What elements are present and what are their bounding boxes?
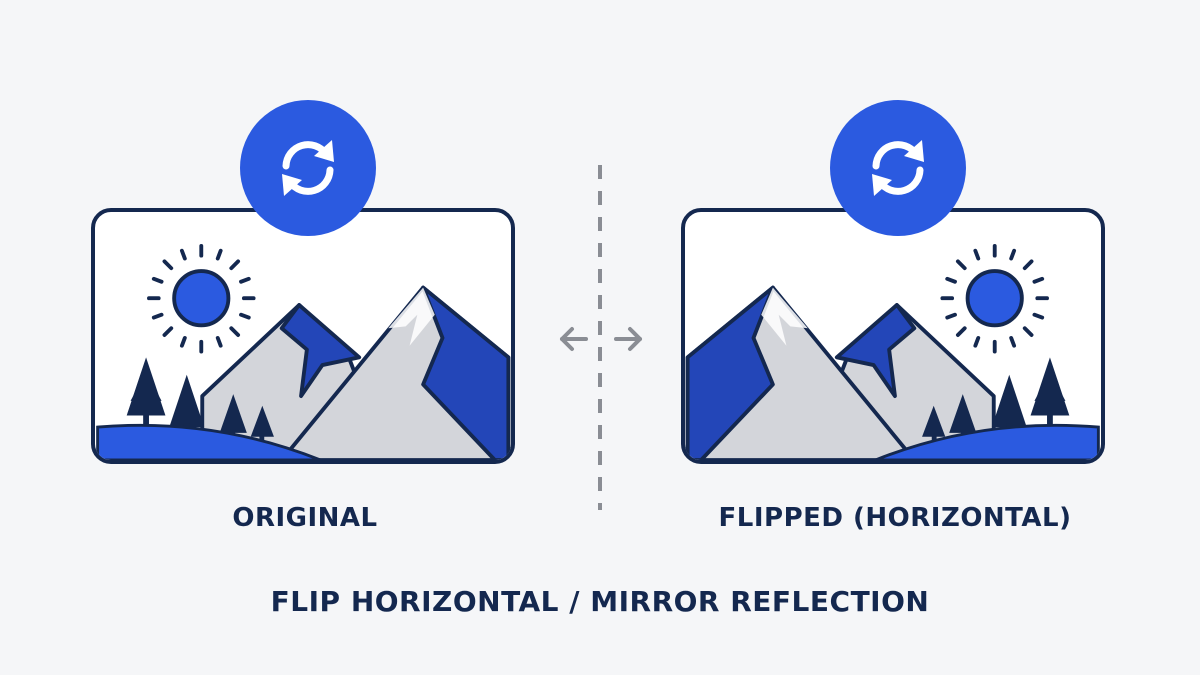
diagram-caption: FLIP HORIZONTAL / MIRROR REFLECTION: [270, 585, 930, 618]
dashed-divider: [598, 165, 602, 510]
original-panel: [85, 100, 525, 480]
refresh-badge[interactable]: [240, 100, 376, 236]
flipped-image-frame: [681, 208, 1105, 464]
flipped-label: FLIPPED (HORIZONTAL): [718, 503, 1072, 533]
flipped-panel: [675, 100, 1115, 480]
original-image-frame: [91, 208, 515, 464]
left-right-arrows-icon: [560, 327, 642, 351]
landscape-image-icon: [96, 243, 511, 460]
refresh-icon: [282, 140, 334, 196]
original-label: ORIGINAL: [232, 503, 378, 533]
refresh-badge[interactable]: [830, 100, 966, 236]
landscape-image-icon: [685, 243, 1100, 460]
refresh-icon: [872, 140, 924, 196]
